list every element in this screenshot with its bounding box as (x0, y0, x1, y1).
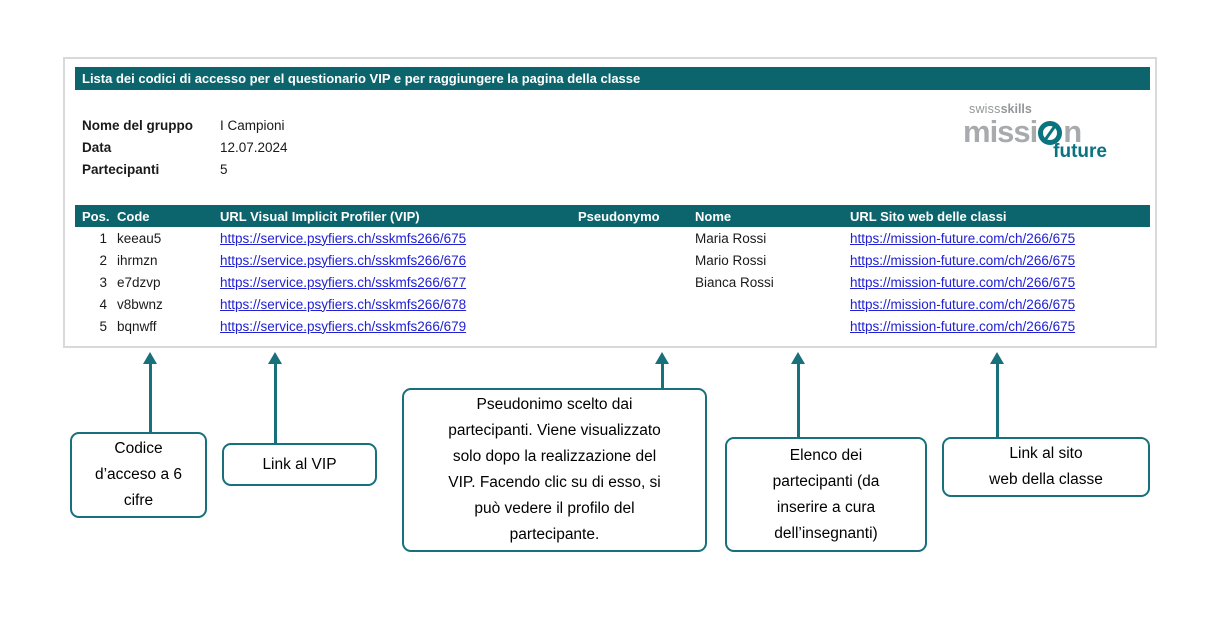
class-link[interactable]: https://mission-future.com/ch/266/675 (850, 274, 1076, 290)
arrow-stem (148, 363, 152, 432)
date-value: 12.07.2024 (220, 139, 288, 155)
table-row: 1 keeau5 https://service.psyfiers.ch/ssk… (75, 227, 1150, 249)
arrow-up-participants (791, 352, 805, 437)
group-info: Nome del gruppo I Campioni Data 12.07.20… (82, 114, 288, 180)
header-pos: Pos. (82, 208, 110, 224)
callout-vip-link: Link al VIP (222, 443, 377, 486)
arrow-stem (273, 363, 277, 443)
document-title: Lista dei codici di accesso per el quest… (82, 71, 641, 86)
code-value: keeau5 (117, 230, 162, 246)
header-vip-url: URL Visual Implicit Profiler (VIP) (220, 208, 420, 224)
callout-pseudonym: Pseudonimo scelto dai partecipanti. Vien… (402, 388, 707, 552)
arrow-up-class (990, 352, 1004, 437)
arrow-up-code (143, 352, 157, 432)
pos-value: 4 (99, 296, 107, 312)
code-value: bqnwff (117, 318, 157, 334)
table-row: 3 e7dzvp https://service.psyfiers.ch/ssk… (75, 271, 1150, 293)
callout-class-site: Link al sito web della classe (942, 437, 1150, 497)
code-value: e7dzvp (117, 274, 161, 290)
vip-link[interactable]: https://service.psyfiers.ch/sskmfs266/67… (220, 230, 467, 246)
group-name-value: I Campioni (220, 117, 285, 133)
name-value: Bianca Rossi (695, 274, 774, 290)
vip-link[interactable]: https://service.psyfiers.ch/sskmfs266/67… (220, 318, 467, 334)
vip-link[interactable]: https://service.psyfiers.ch/sskmfs266/67… (220, 296, 467, 312)
callout-participants: Elenco dei partecipanti (da inserire a c… (725, 437, 927, 552)
swissskills-wordmark: swissskills (969, 102, 1032, 116)
vip-link[interactable]: https://service.psyfiers.ch/sskmfs266/67… (220, 274, 467, 290)
document-sheet (63, 57, 1157, 348)
class-link[interactable]: https://mission-future.com/ch/266/675 (850, 296, 1076, 312)
future-wordmark: future (1053, 141, 1107, 162)
class-link[interactable]: https://mission-future.com/ch/266/675 (850, 252, 1076, 268)
pos-value: 3 (99, 274, 107, 290)
header-code: Code (117, 208, 150, 224)
class-link[interactable]: https://mission-future.com/ch/266/675 (850, 318, 1076, 334)
code-value: ihrmzn (117, 252, 158, 268)
class-link[interactable]: https://mission-future.com/ch/266/675 (850, 230, 1076, 246)
table-row: 4 v8bwnz https://service.psyfiers.ch/ssk… (75, 293, 1150, 315)
participants-label: Partecipanti (82, 161, 160, 177)
header-pseudonym: Pseudonymo (578, 208, 660, 224)
vip-link[interactable]: https://service.psyfiers.ch/sskmfs266/67… (220, 252, 467, 268)
arrow-up-pseudonym (655, 352, 669, 388)
table-row: 5 bqnwff https://service.psyfiers.ch/ssk… (75, 315, 1150, 337)
participants-value: 5 (220, 161, 228, 177)
header-class-url: URL Sito web delle classi (850, 208, 1007, 224)
arrow-up-vip (268, 352, 282, 443)
pos-value: 2 (99, 252, 107, 268)
arrow-head-icon (990, 352, 1004, 364)
arrow-head-icon (268, 352, 282, 364)
group-name-label: Nome del gruppo (82, 117, 193, 133)
arrow-head-icon (791, 352, 805, 364)
pos-value: 1 (99, 230, 107, 246)
date-label: Data (82, 139, 112, 155)
callout-access-code: Codice d’acceso a 6 cifre (70, 432, 207, 518)
name-value: Maria Rossi (695, 230, 767, 246)
code-value: v8bwnz (117, 296, 163, 312)
arrow-stem (995, 363, 999, 437)
arrow-stem (660, 363, 664, 388)
arrow-head-icon (655, 352, 669, 364)
name-value: Mario Rossi (695, 252, 767, 268)
arrow-head-icon (143, 352, 157, 364)
pos-value: 5 (99, 318, 107, 334)
arrow-stem (796, 363, 800, 437)
header-name: Nome (695, 208, 732, 224)
table-header-row: Pos. Code URL Visual Implicit Profiler (… (75, 205, 1150, 227)
mission-o-icon (1038, 121, 1063, 145)
table-row: 2 ihrmzn https://service.psyfiers.ch/ssk… (75, 249, 1150, 271)
document-title-bar: Lista dei codici di accesso per el quest… (75, 67, 1150, 90)
